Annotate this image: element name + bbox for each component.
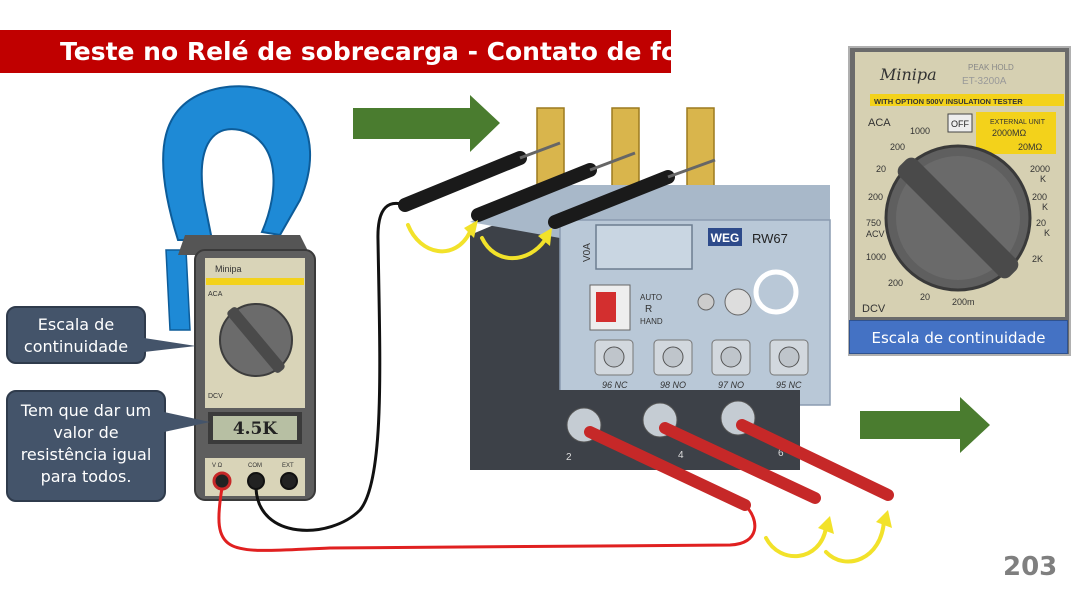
callout-line: valor de	[53, 423, 119, 442]
meter-display-value: 4.5K	[233, 419, 279, 439]
meter-display	[213, 416, 297, 440]
inset-closeup: Minipa PEAK HOLD ET-3200A WITH OPTION 50…	[848, 46, 1071, 356]
terminal-com	[247, 472, 265, 490]
inset-dial-label: K	[1044, 228, 1050, 238]
callout-line: Escala de	[37, 315, 115, 334]
inset-dial-label: 750	[866, 218, 881, 228]
relay-mode-auto: AUTO	[640, 293, 662, 302]
clamp-meter: Minipa ACA DCV 4.5K V Ω COM EXT	[162, 85, 316, 501]
page-number: 203	[1003, 552, 1058, 582]
inset-external-unit: EXTERNAL UNIT	[990, 119, 1046, 126]
meter-aca-label: ACA	[208, 291, 223, 298]
callout-resist-pointer	[164, 412, 210, 432]
terminal-ext	[280, 472, 298, 490]
meter-dial-knob	[227, 307, 285, 373]
power-label-4: 4	[678, 450, 684, 461]
inset-dial-label: 1000	[866, 252, 886, 262]
black-test-lead	[254, 201, 406, 532]
power-label-6: 6	[778, 448, 784, 459]
clamp-trigger	[165, 249, 191, 331]
inset-dial-label: 20	[1036, 218, 1046, 228]
callout-line: para todos.	[40, 467, 132, 486]
aux-label-95: 95 NC	[776, 380, 802, 390]
relay-aux-terminals	[594, 339, 809, 376]
relay-test-button	[697, 293, 715, 311]
inset-dial-label: 200	[868, 192, 883, 202]
callout-line: continuidade	[23, 337, 129, 356]
green-arrow-top	[353, 95, 500, 152]
callout-line: resistência igual	[20, 445, 152, 464]
clamp-jaw	[162, 85, 311, 241]
terminal-label-ext: EXT	[282, 463, 294, 469]
relay-mode-hand: HAND	[640, 317, 663, 326]
callout-continuity-scale: Escala de continuidade	[6, 306, 146, 364]
green-arrow-right	[860, 397, 990, 453]
inset-dial-label: 2000	[1030, 164, 1050, 174]
terminal-label-com: COM	[248, 463, 262, 469]
relay-reset-button	[596, 292, 616, 322]
relay-contact-3	[686, 107, 715, 199]
power-label-2: 2	[566, 452, 572, 463]
inset-dial-label: K	[1042, 202, 1048, 212]
relay-side	[470, 195, 565, 470]
weg-logo-text: WEG	[711, 231, 740, 245]
yellow-arrows-top	[406, 220, 552, 261]
title-bar	[0, 30, 671, 73]
inset-external-box	[976, 112, 1056, 154]
inset-aca: ACA	[868, 117, 891, 129]
terminal-v	[212, 471, 232, 491]
callout-equal-resistance: Tem que dar um valor de resistência igua…	[6, 390, 166, 502]
inset-dial-label: 200	[888, 278, 903, 288]
inset-peak-hold: PEAK HOLD	[968, 63, 1014, 72]
inset-dial-label: ACV	[866, 229, 885, 239]
aux-label-97: 97 NO	[718, 380, 744, 390]
yellow-arrows-bottom	[764, 510, 892, 564]
red-test-lead	[217, 487, 757, 552]
inset-dcv: DCV	[862, 303, 886, 315]
aux-label-98: 98 NO	[660, 380, 686, 390]
inset-brand: Minipa	[879, 65, 937, 84]
inset-dial-label: 200m	[952, 297, 975, 307]
inset-model: ET-3200A	[962, 76, 1007, 87]
inset-off-box	[947, 113, 973, 133]
inset-dial-label: 20	[876, 164, 886, 174]
meter-option-band	[206, 278, 304, 285]
inset-dial-label: 200	[890, 142, 905, 152]
relay-current-dial	[753, 269, 799, 315]
inset-option-text: WITH OPTION 500V INSULATION TESTER	[874, 97, 1023, 106]
callout-scale-pointer	[144, 338, 196, 352]
inset-dial-label: 1000	[910, 126, 930, 136]
aux-label-96: 96 NC	[602, 380, 628, 390]
inset-dial-label: 2K	[1032, 254, 1043, 264]
inset-dial-label: 20	[920, 292, 930, 302]
relay-model: RW67	[752, 231, 788, 246]
inset-dial-label: K	[1040, 174, 1046, 184]
callout-line: Tem que dar um	[20, 401, 152, 420]
relay-label-window	[595, 224, 693, 270]
terminal-label-v: V Ω	[212, 463, 223, 469]
meter-brand: Minipa	[215, 264, 242, 274]
weg-logo	[708, 228, 742, 246]
inset-dial-label: 200	[1032, 192, 1047, 202]
meter-dcv-label: DCV	[208, 393, 223, 400]
red-probes	[584, 419, 894, 511]
relay-side-label: V0A	[582, 243, 593, 262]
inset-off: OFF	[951, 119, 969, 129]
black-probes	[398, 141, 716, 229]
inset-dial-knob	[897, 157, 1019, 279]
inset-caption: Escala de continuidade	[849, 320, 1068, 354]
relay-adjust-screw	[724, 288, 752, 316]
inset-mohm: 2000MΩ	[992, 128, 1027, 138]
inset-option-band	[870, 94, 1064, 106]
inset-dial-label: 20MΩ	[1018, 142, 1043, 152]
slide-title: Teste no Relé de sobrecarga - Contato de…	[60, 37, 723, 66]
relay-mode-r: R	[645, 304, 652, 315]
